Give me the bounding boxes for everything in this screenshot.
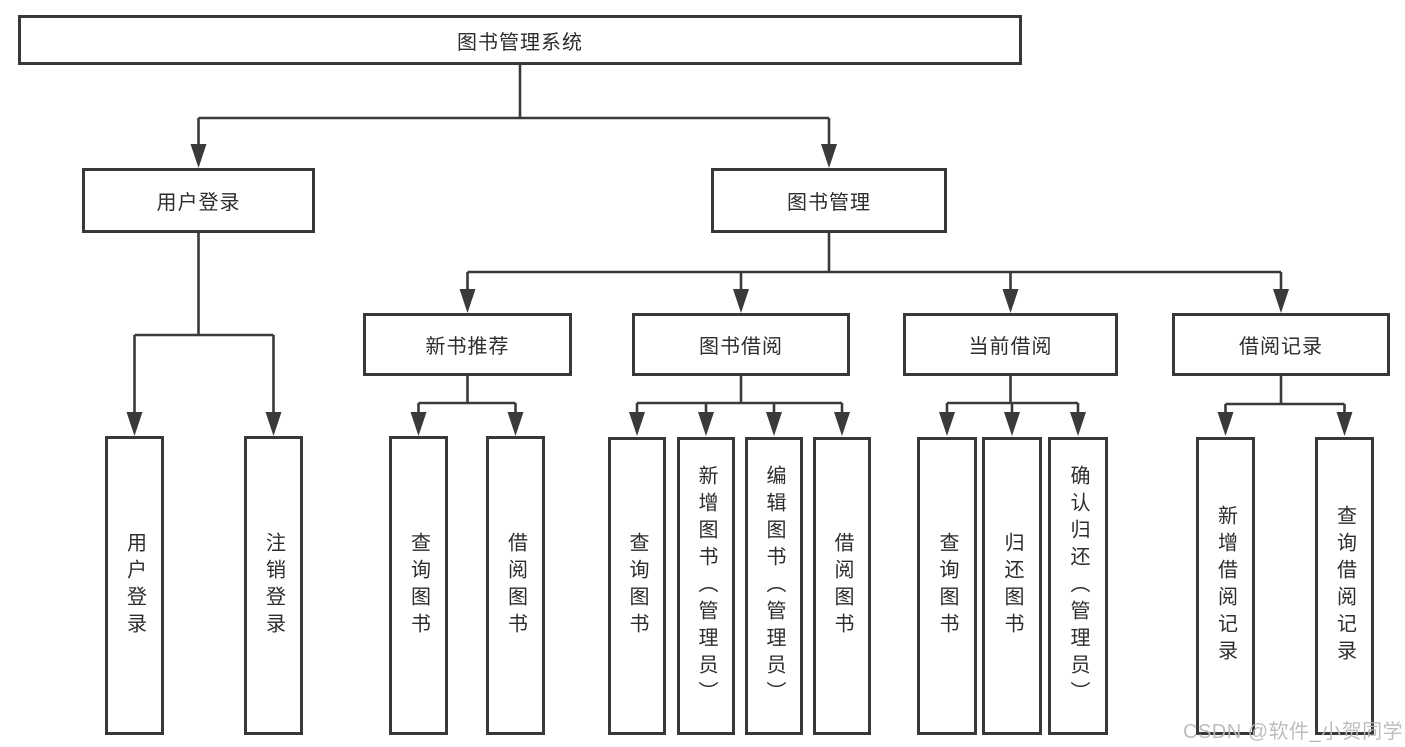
node-new-book-recommend: 新书推荐	[363, 313, 572, 376]
leaf-user-login: 用户登录	[105, 436, 164, 735]
node-book-borrowing-label: 图书借阅	[699, 336, 783, 358]
leaf-bb-add-books: 新增图书（管理员）	[677, 437, 735, 735]
leaf-nbr-query-books-label: 查询图书	[407, 531, 430, 640]
leaf-nbr-borrow-books-label: 借阅图书	[504, 531, 527, 640]
leaf-bb-borrow-books-label: 借阅图书	[831, 532, 853, 640]
leaf-bb-borrow-books: 借阅图书	[813, 437, 871, 735]
leaf-cb-return-books: 归还图书	[982, 437, 1042, 735]
leaf-bb-add-books-label: 新增图书（管理员）	[695, 464, 717, 708]
node-book-management: 图书管理	[711, 168, 947, 233]
leaf-cb-return-books-label: 归还图书	[1001, 532, 1023, 640]
leaf-cb-confirm-return: 确认归还（管理员）	[1048, 437, 1108, 735]
connector-book-borrowing-to-leaves	[629, 376, 850, 436]
leaf-bb-edit-books-label: 编辑图书（管理员）	[763, 464, 785, 708]
node-user-login: 用户登录	[82, 168, 315, 233]
leaf-bb-query-books: 查询图书	[608, 437, 666, 735]
leaf-cb-query-books-label: 查询图书	[936, 532, 958, 640]
connector-book-management-to-level3	[459, 233, 1289, 313]
leaf-br-query-record-label: 查询借阅记录	[1333, 505, 1356, 667]
leaf-nbr-query-books: 查询图书	[389, 436, 448, 735]
connector-root-to-level2	[190, 65, 837, 168]
node-book-management-label: 图书管理	[787, 192, 871, 214]
leaf-cb-confirm-return-label: 确认归还（管理员）	[1067, 464, 1089, 708]
leaf-logout: 注销登录	[244, 436, 303, 735]
leaf-nbr-borrow-books: 借阅图书	[486, 436, 545, 735]
node-new-book-recommend-label: 新书推荐	[425, 336, 510, 358]
leaf-br-add-record: 新增借阅记录	[1196, 437, 1255, 735]
node-current-borrowing-label: 当前借阅	[968, 336, 1053, 358]
leaf-bb-edit-books: 编辑图书（管理员）	[745, 437, 803, 735]
node-system-root: 图书管理系统	[18, 15, 1022, 65]
leaf-br-add-record-label: 新增借阅记录	[1214, 505, 1237, 667]
connector-current-borrowing-to-leaves	[939, 376, 1086, 436]
node-system-root-label: 图书管理系统	[457, 31, 583, 54]
leaf-user-login-label: 用户登录	[123, 531, 146, 640]
csdn-watermark: CSDN @软件_小贺同学	[1183, 721, 1404, 743]
leaf-cb-query-books: 查询图书	[917, 437, 977, 735]
leaf-br-query-record: 查询借阅记录	[1315, 437, 1374, 735]
node-book-borrowing: 图书借阅	[632, 313, 850, 376]
connector-borrowing-records-to-leaves	[1217, 376, 1353, 436]
connector-new-book-recommend-to-leaves	[410, 376, 524, 436]
node-borrowing-records-label: 借阅记录	[1239, 336, 1323, 358]
connector-user-login-to-leaves	[126, 233, 282, 436]
node-user-login-label: 用户登录	[156, 192, 241, 214]
leaf-bb-query-books-label: 查询图书	[626, 532, 648, 640]
node-current-borrowing: 当前借阅	[903, 313, 1118, 376]
leaf-logout-label: 注销登录	[262, 531, 285, 640]
node-borrowing-records: 借阅记录	[1172, 313, 1390, 376]
